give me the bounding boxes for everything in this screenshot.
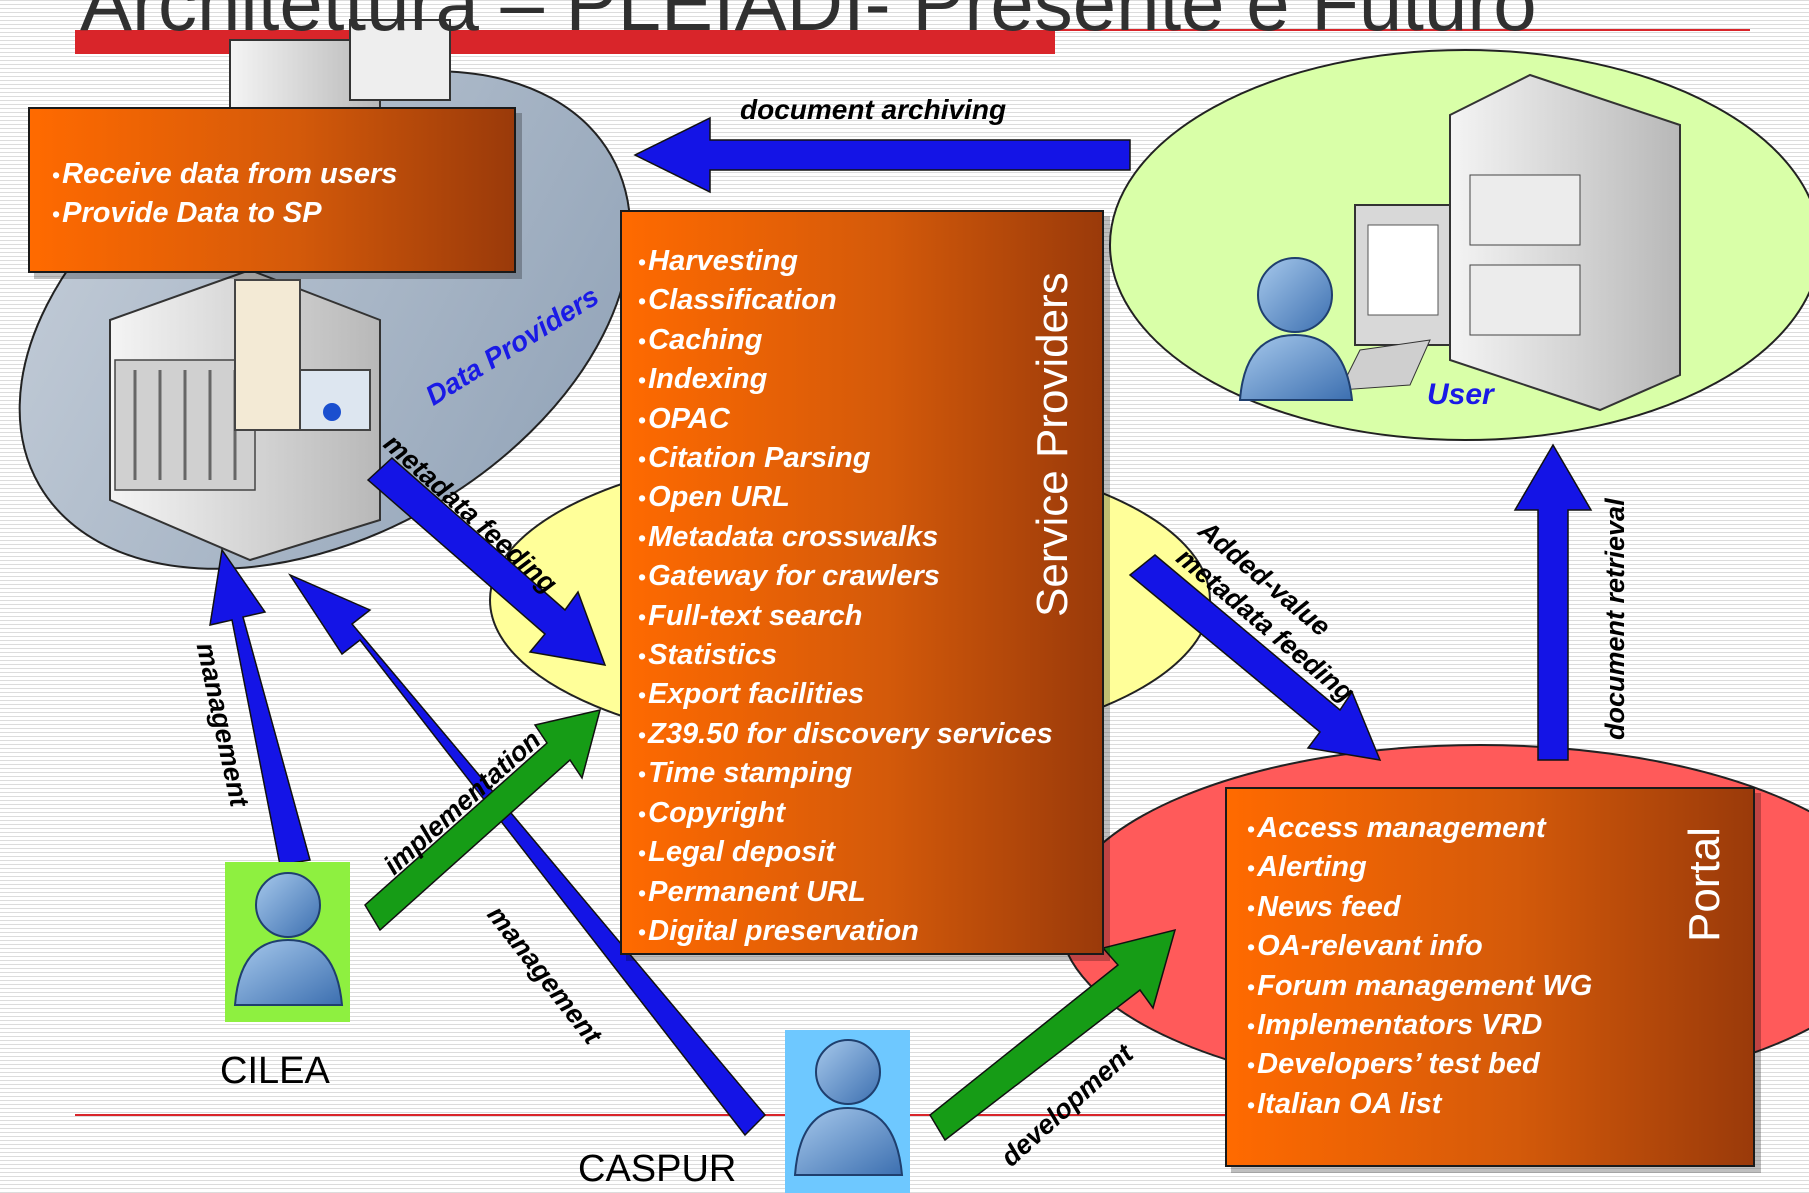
service-item: Gateway for crawlers — [638, 557, 1102, 596]
service-item: Citation Parsing — [638, 439, 1102, 478]
development-arrow — [929, 928, 1177, 1142]
service-item: Time stamping — [638, 754, 1102, 793]
portal-box: Access management Alerting News feed OA-… — [1225, 787, 1755, 1167]
metadata-feeding-arrow — [366, 456, 607, 666]
service-item: Indexing — [638, 360, 1102, 399]
service-item: OPAC — [638, 400, 1102, 439]
data-providers-box: Receive data from users Provide Data to … — [28, 107, 516, 273]
management-caspur-arrow — [287, 573, 767, 1137]
cilea-label: CILEA — [220, 1050, 330, 1092]
data-providers-item: Receive data from users — [52, 155, 514, 194]
portal-item: News feed — [1247, 888, 1753, 927]
portal-item: Forum management WG — [1247, 967, 1753, 1006]
service-item: Z39.50 for discovery services — [638, 715, 1102, 754]
service-item: Open URL — [638, 478, 1102, 517]
service-item: Export facilities — [638, 675, 1102, 714]
portal-item: Alerting — [1247, 848, 1753, 887]
user-person-icon — [1238, 257, 1354, 401]
page-title: Architettura – PLEIADI- Presente e Futur… — [80, 0, 1537, 47]
added-value-arrow — [1128, 554, 1382, 761]
service-item: Copyright — [638, 794, 1102, 833]
implementation-arrow — [364, 708, 602, 932]
service-item: Legal deposit — [638, 833, 1102, 872]
service-item: Caching — [638, 321, 1102, 360]
management-cilea-arrow — [209, 548, 311, 866]
building-icon — [1449, 73, 1681, 412]
service-item: Metadata crosswalks — [638, 518, 1102, 557]
user-label: User — [1427, 378, 1494, 411]
service-item: Statistics — [638, 636, 1102, 675]
service-providers-label: Service Providers — [1028, 272, 1077, 618]
service-item: Digital preservation — [638, 912, 1102, 951]
document-retrieval-arrow — [1513, 443, 1593, 761]
computer-icon — [1339, 204, 1451, 391]
document-archiving-label: document archiving — [740, 94, 1007, 125]
portal-item: OA-relevant info — [1247, 927, 1753, 966]
document-retrieval-label: document retrieval — [1600, 498, 1630, 740]
caspur-label: CASPUR — [578, 1148, 737, 1190]
portal-item: Developers’ test bed — [1247, 1045, 1753, 1084]
service-item: Permanent URL — [638, 873, 1102, 912]
service-providers-box: Harvesting Classification Caching Indexi… — [620, 210, 1104, 955]
service-item: Classification — [638, 281, 1102, 320]
document-archiving-arrow — [633, 116, 1131, 194]
service-item: Full-text search — [638, 597, 1102, 636]
server-icon-main — [109, 268, 381, 562]
service-item: Harvesting — [638, 242, 1102, 281]
data-providers-item: Provide Data to SP — [52, 194, 514, 233]
portal-item: Access management — [1247, 809, 1753, 848]
caspur-person-icon — [793, 1039, 904, 1176]
portal-item: Implementators VRD — [1247, 1006, 1753, 1045]
portal-item: Italian OA list — [1247, 1085, 1753, 1124]
cilea-person-icon — [233, 872, 344, 1006]
portal-label: Portal — [1680, 827, 1729, 943]
